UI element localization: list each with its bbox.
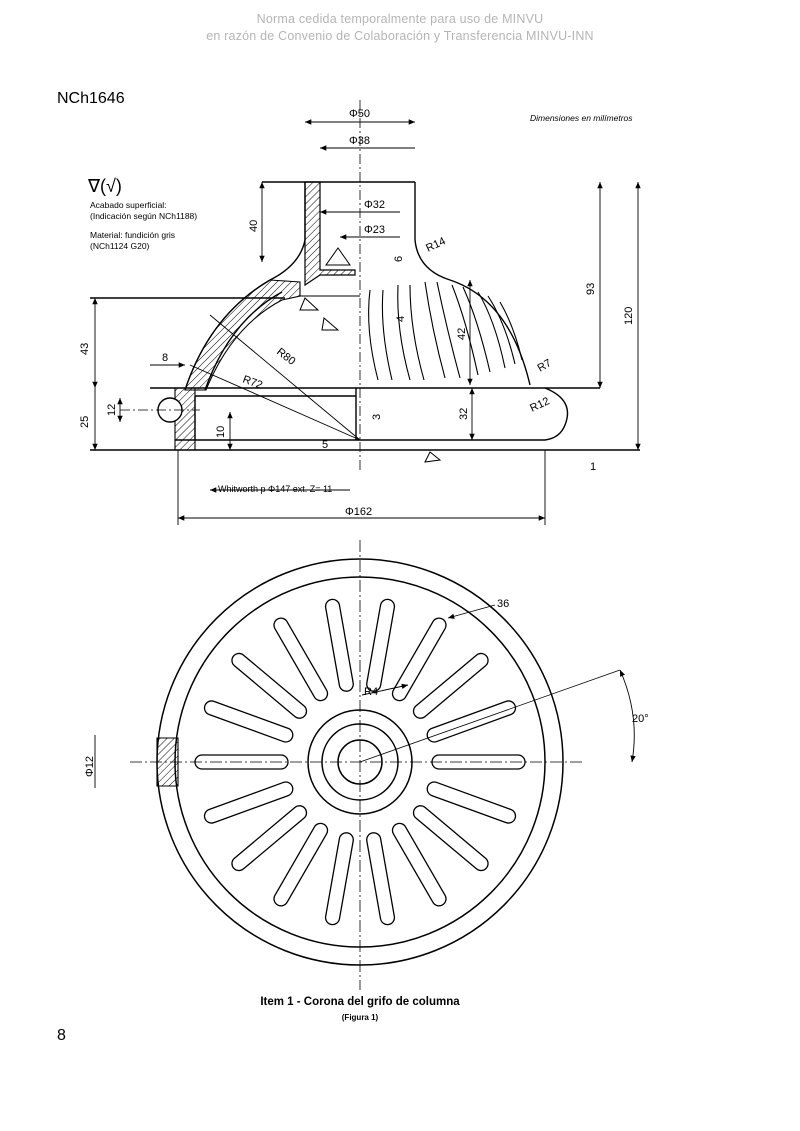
plan-dimension-texts: 36 R4 20° Φ12 (84, 598, 649, 777)
dim-height-4: 4 (395, 316, 407, 322)
radial-slot (366, 832, 396, 926)
section-dimension-lines (92, 119, 641, 525)
radial-slot (273, 617, 329, 702)
dim-height-6: 6 (393, 256, 405, 262)
dim-radius-14: R14 (424, 235, 447, 254)
radial-slot (426, 700, 517, 743)
dim-height-40: 40 (248, 220, 260, 232)
material-label: Material: fundición gris (90, 230, 175, 240)
dim-height-10: 10 (215, 426, 227, 438)
radial-slot (203, 700, 294, 743)
radial-slot (324, 832, 354, 926)
radial-slot (412, 652, 489, 719)
units-note: Dimensiones en milímetros (530, 113, 633, 123)
drawing-notes: Dimensiones en milímetros ∇(√) Acabado s… (87, 113, 633, 494)
section-view (90, 100, 640, 470)
dim-radius-36: 36 (497, 598, 509, 610)
dim-diameter-32: Φ32 (364, 199, 385, 211)
dim-height-12: 12 (106, 404, 118, 416)
radial-slot (194, 754, 289, 770)
radial-slot (273, 822, 329, 907)
plan-dimension-lines (94, 604, 636, 788)
dim-diameter-38: Φ38 (349, 135, 370, 147)
material-reference: (NCh1124 G20) (90, 241, 150, 251)
dim-height-42: 42 (456, 328, 468, 340)
radial-slot (203, 781, 294, 824)
radial-slot (431, 754, 526, 770)
finish-reference: (Indicación según NCh1188) (90, 211, 197, 221)
dim-height-1: 1 (590, 461, 596, 473)
radial-slot (324, 598, 354, 692)
dim-width-8: 8 (162, 352, 168, 364)
dome-ribs (368, 281, 523, 381)
plan-slots (194, 598, 526, 926)
thread-note: Whitworth p Φ147 ext. Z= 11 (218, 484, 332, 494)
radial-slot (412, 805, 489, 872)
dim-diameter-23: Φ23 (364, 224, 385, 236)
section-dimension-texts: Φ50 Φ38 Φ32 Φ23 40 43 25 12 10 8 3 5 6 4… (79, 108, 635, 518)
watermark-line-2: en razón de Convenio de Colaboración y T… (206, 29, 594, 43)
radial-slot (366, 598, 396, 692)
dim-angle-20: 20° (632, 713, 649, 725)
radial-slot (426, 781, 517, 824)
dim-height-93: 93 (585, 283, 597, 295)
dim-diameter-50: Φ50 (349, 108, 370, 120)
plan-view (130, 540, 621, 990)
figure-title: Item 1 - Corona del grifo de columna (260, 996, 460, 1008)
finish-label: Acabado superficial: (90, 200, 167, 210)
radial-slot (391, 822, 447, 907)
watermark-line-1: Norma cedida temporalmente para uso de M… (256, 12, 544, 26)
finish-symbol: ∇(√) (87, 176, 122, 196)
dim-height-25: 25 (79, 416, 91, 428)
dim-radius-80: R80 (274, 346, 297, 368)
dim-radius-7: R7 (536, 357, 554, 374)
dim-radius-4: R4 (364, 686, 378, 698)
dim-radius-12: R12 (528, 395, 551, 414)
dim-height-5: 5 (322, 439, 328, 451)
radial-slot (231, 805, 308, 872)
dim-height-120: 120 (623, 307, 635, 325)
page-number: 8 (57, 1027, 66, 1044)
dim-diameter-12: Φ12 (84, 756, 96, 777)
radial-slot (391, 617, 447, 702)
dim-height-43: 43 (79, 343, 91, 355)
standard-code: NCh1646 (57, 90, 125, 107)
dim-height-3: 3 (371, 414, 383, 420)
dim-diameter-162: Φ162 (345, 506, 372, 518)
radial-slot (231, 652, 308, 719)
dim-height-32: 32 (458, 408, 470, 420)
figure-number: (Figura 1) (341, 1013, 379, 1022)
